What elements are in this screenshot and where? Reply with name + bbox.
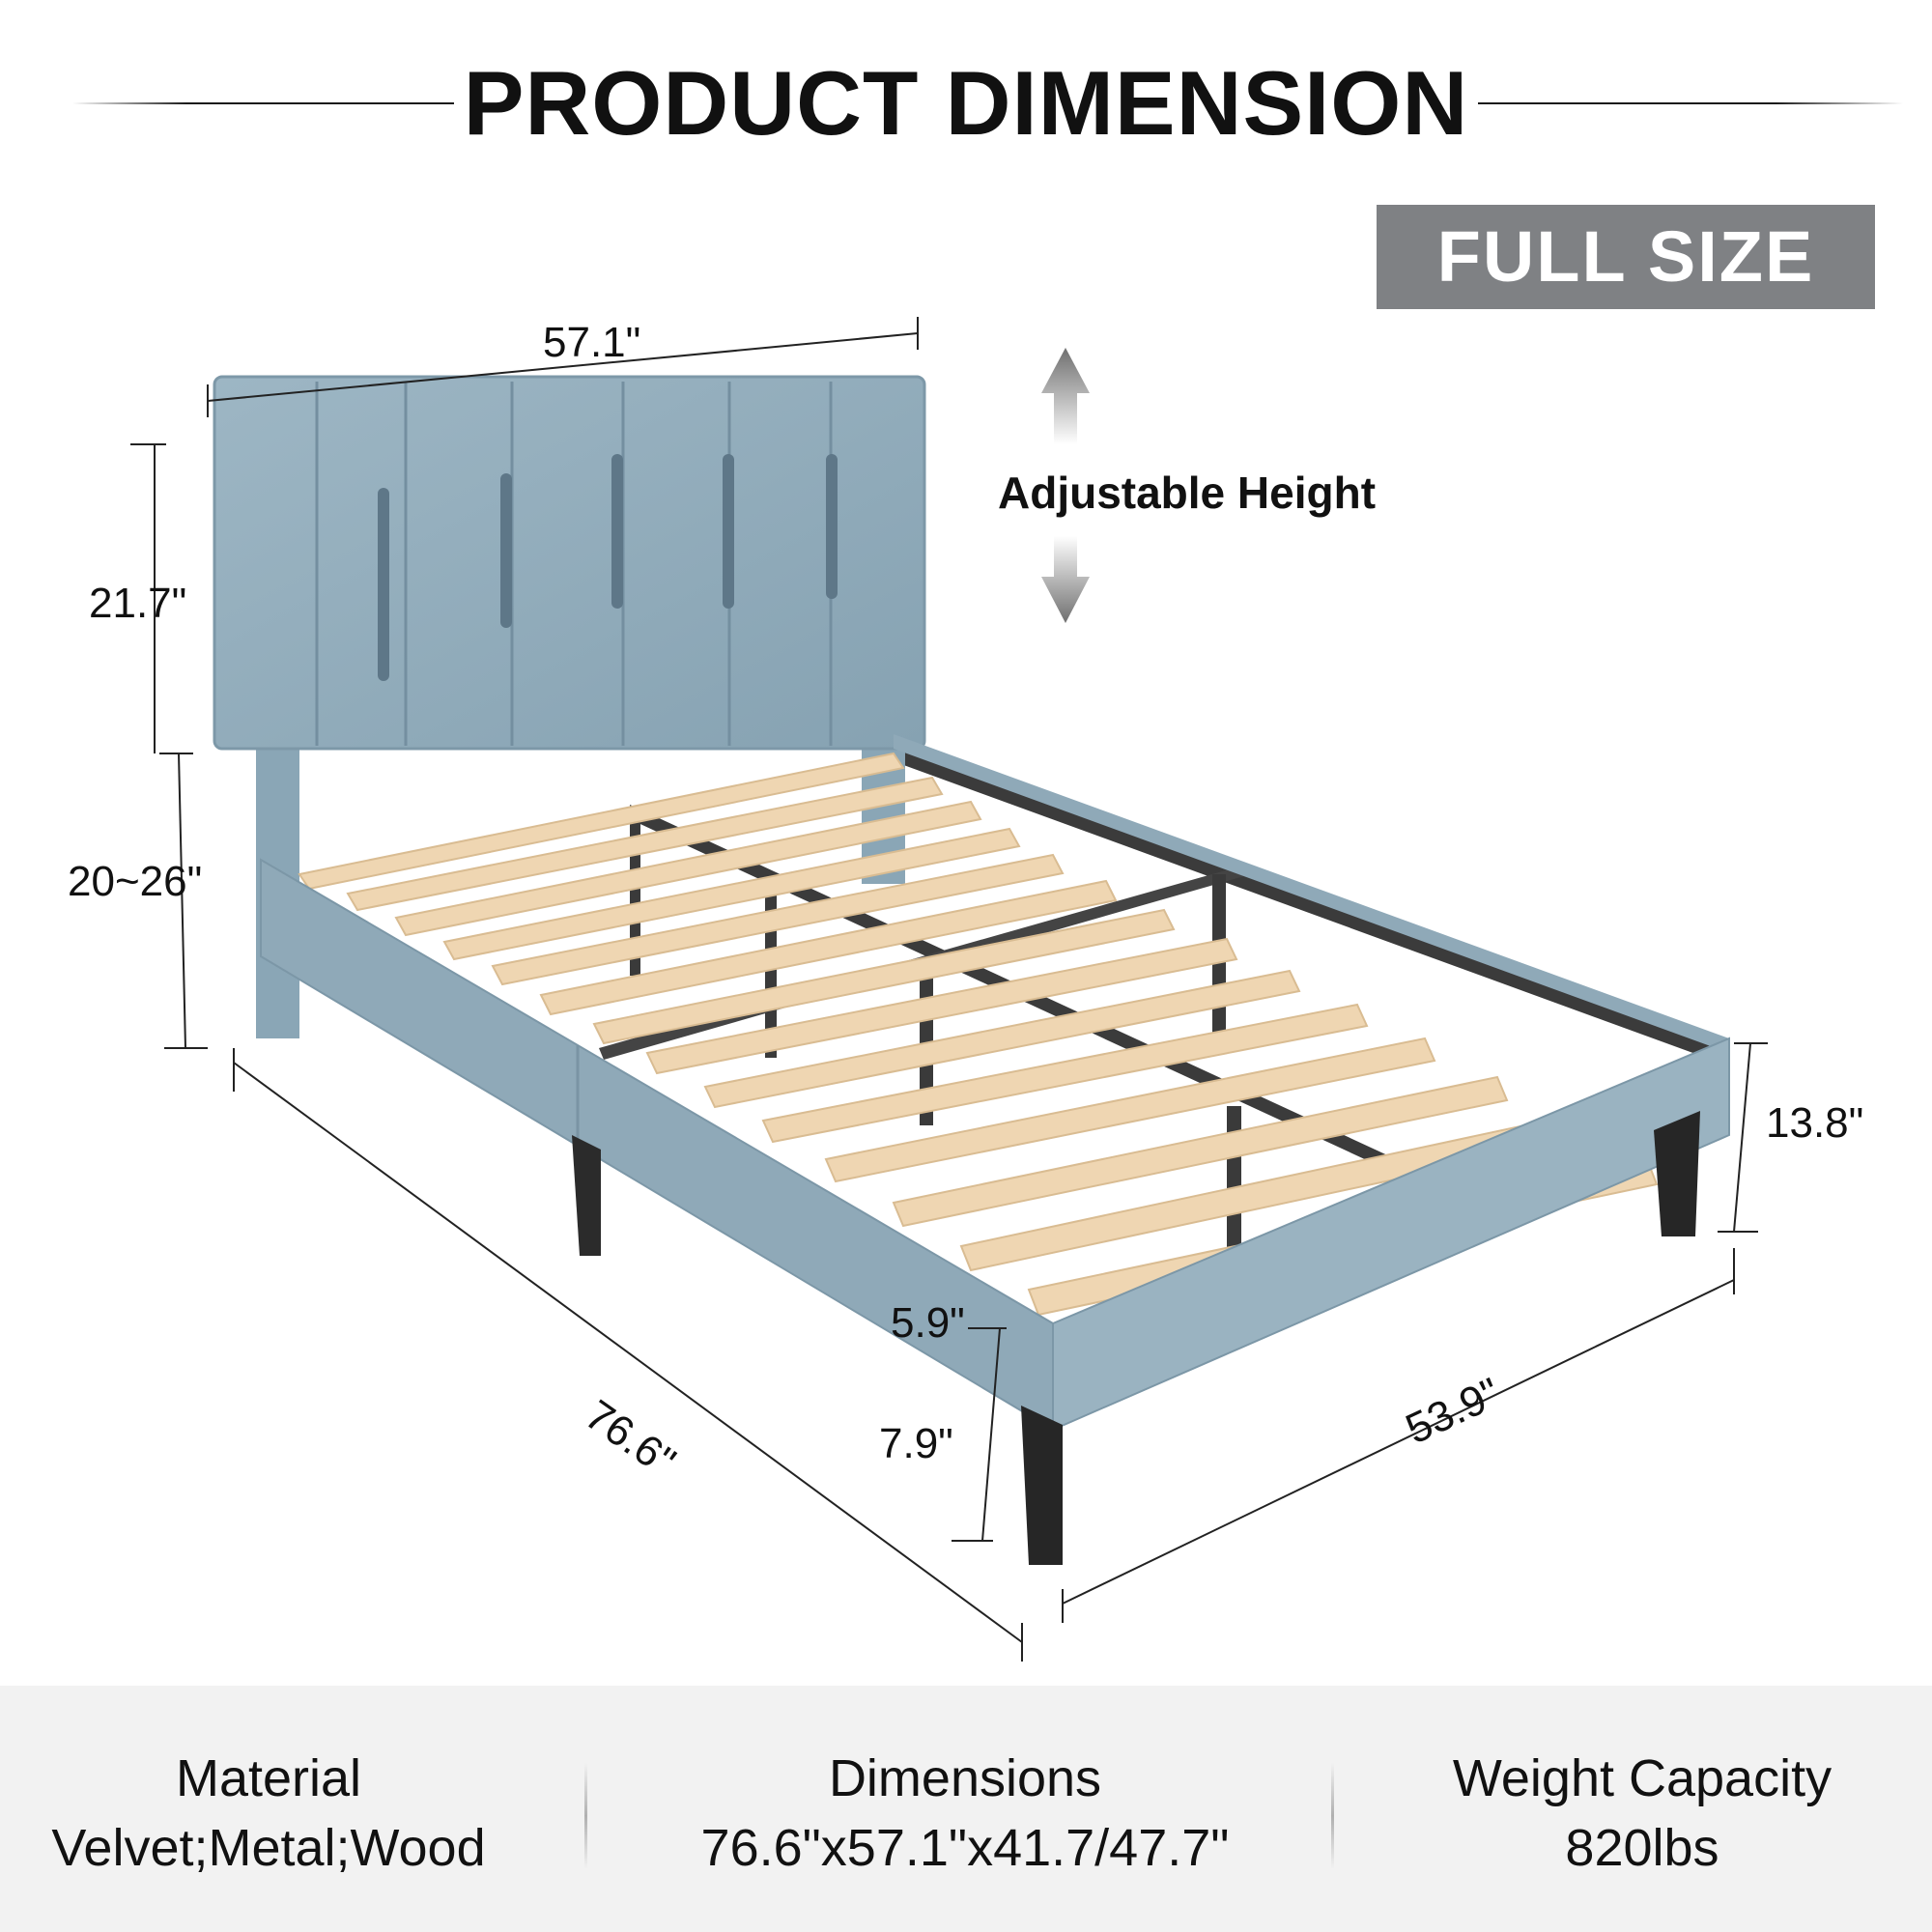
- spec-dimensions: Dimensions 76.6"x57.1"x41.7/47.7": [585, 1744, 1345, 1883]
- spec-value: Velvet;Metal;Wood: [51, 1819, 486, 1877]
- back-rail: [894, 734, 1729, 1053]
- title-rule-right: [1478, 102, 1903, 104]
- frame-height-label: 13.8": [1766, 1099, 1864, 1147]
- support-leg: [1227, 1106, 1241, 1261]
- spec-weight-capacity: Weight Capacity 820lbs: [1352, 1744, 1932, 1883]
- headboard-panel: [213, 375, 926, 751]
- headboard-height-label: 21.7": [89, 580, 187, 627]
- spec-value: 76.6"x57.1"x41.7/47.7": [700, 1819, 1230, 1877]
- spec-bar: Material Velvet;Metal;Wood Dimensions 76…: [0, 1686, 1932, 1932]
- size-badge: FULL SIZE: [1377, 205, 1875, 309]
- headboard-width-label: 57.1": [543, 319, 641, 366]
- bed-diagram: [130, 317, 1768, 1662]
- leg: [1021, 1406, 1063, 1565]
- spec-material: Material Velvet;Metal;Wood: [0, 1744, 537, 1883]
- leg: [1654, 1111, 1700, 1236]
- spec-value: 820lbs: [1565, 1819, 1719, 1877]
- dimension-lines: [130, 317, 1768, 1662]
- spec-divider: [584, 1763, 587, 1869]
- clearance-label: 7.9": [879, 1420, 953, 1467]
- spec-name: Dimensions: [828, 1749, 1102, 1807]
- foot-rail: [1052, 1037, 1730, 1432]
- leg: [572, 1135, 601, 1256]
- spec-divider: [1331, 1763, 1334, 1869]
- support-leg: [630, 811, 640, 976]
- title-rule-left: [72, 102, 454, 104]
- headboard-leg-height-label: 20~26": [68, 858, 203, 905]
- spec-name: Weight Capacity: [1452, 1749, 1833, 1807]
- spec-name: Material: [175, 1749, 362, 1807]
- side-rail-height-label: 5.9": [891, 1299, 965, 1347]
- page-title: PRODUCT DIMENSION: [463, 52, 1469, 154]
- adjustable-height-arrows: [1041, 348, 1090, 623]
- adjustable-height-label: Adjustable Height: [998, 468, 1377, 518]
